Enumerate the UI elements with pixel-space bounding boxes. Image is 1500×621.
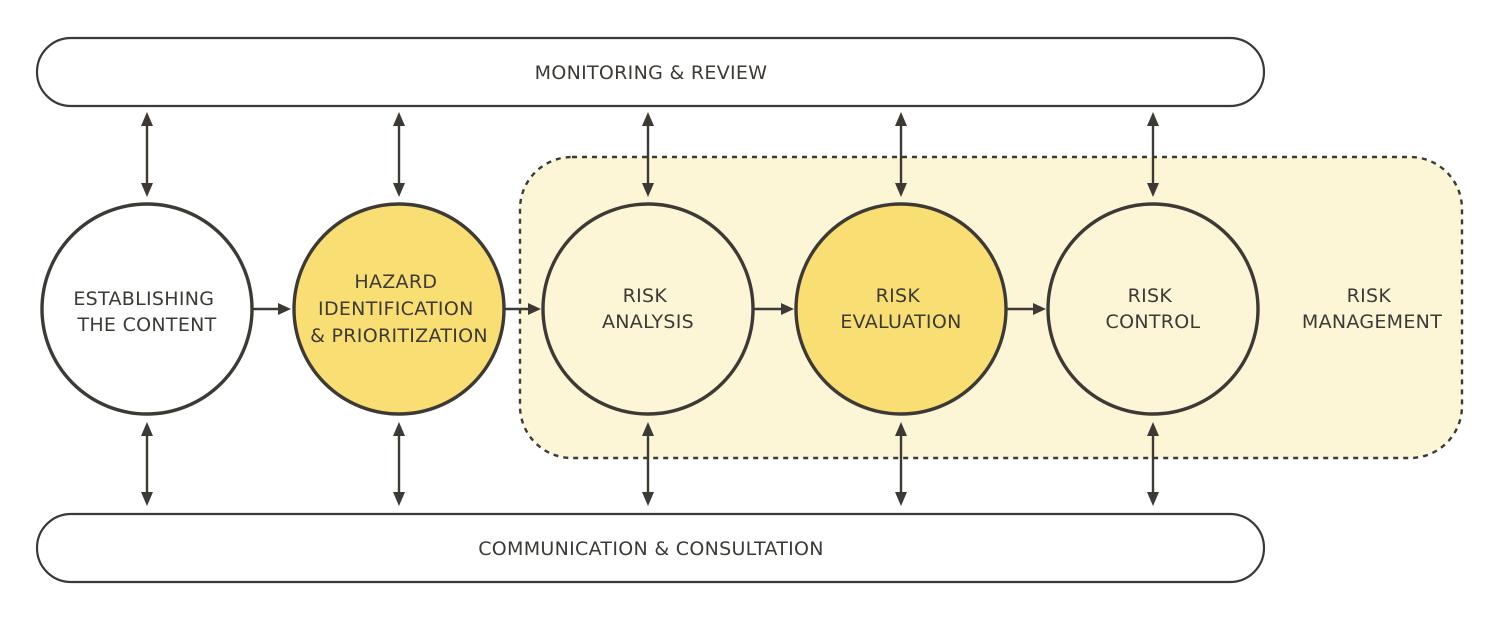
flow-arrow-analysis-to-evaluation xyxy=(754,303,794,315)
flow-arrow-hazard-to-analysis xyxy=(505,303,541,315)
monitoring-review-label: MONITORING & REVIEW xyxy=(535,62,768,84)
risk-evaluation-label: RISK EVALUATION xyxy=(840,285,961,333)
hazard-line-1: HAZARD xyxy=(354,271,437,293)
top-connector-evaluation xyxy=(895,112,907,197)
establishing-line-2: THE CONTENT xyxy=(76,314,216,336)
establishing-context-label: ESTABLISHING THE CONTENT xyxy=(73,288,220,336)
risk-analysis-label: RISK ANALYSIS xyxy=(602,285,694,333)
zone-label-line-1: RISK xyxy=(1347,285,1392,307)
bottom-connector-establishing xyxy=(141,422,153,506)
analysis-line-2: ANALYSIS xyxy=(602,311,694,333)
analysis-line-1: RISK xyxy=(623,285,668,307)
control-line-1: RISK xyxy=(1128,285,1173,307)
bottom-connector-control xyxy=(1147,422,1159,506)
top-connector-establishing xyxy=(141,112,153,197)
hazard-identification-node xyxy=(292,202,506,416)
top-connector-hazard xyxy=(393,112,405,197)
flow-arrow-evaluation-to-control xyxy=(1007,303,1046,315)
risk-control-node xyxy=(1046,202,1260,416)
flow-arrow-establishing-to-hazard xyxy=(253,303,291,315)
establishing-line-1: ESTABLISHING xyxy=(73,288,214,310)
top-connectors xyxy=(141,112,1159,197)
hazard-identification-label: HAZARD IDENTIFICATION & PRIORITIZATION xyxy=(310,271,488,347)
bottom-connector-hazard xyxy=(393,422,405,506)
bottom-connector-evaluation xyxy=(895,422,907,506)
control-line-2: CONTROL xyxy=(1106,311,1201,333)
top-connector-analysis xyxy=(642,112,654,197)
communication-consultation-label: COMMUNICATION & CONSULTATION xyxy=(478,538,824,560)
hazard-line-2: IDENTIFICATION xyxy=(318,298,474,320)
establishing-context-node xyxy=(40,202,254,416)
top-connector-control xyxy=(1147,112,1159,197)
zone-label-line-2: MANAGEMENT xyxy=(1302,311,1442,333)
communication-consultation-bar xyxy=(35,512,1266,584)
flow-arrows xyxy=(253,303,1046,315)
hazard-line-3: & PRIORITIZATION xyxy=(310,325,488,347)
monitoring-review-bar xyxy=(35,36,1266,108)
bottom-connectors xyxy=(141,422,1159,506)
risk-analysis-node xyxy=(541,202,755,416)
risk-management-zone-label: RISK MANAGEMENT xyxy=(1302,285,1442,333)
evaluation-line-2: EVALUATION xyxy=(840,311,961,333)
risk-control-label: RISK CONTROL xyxy=(1106,285,1201,333)
evaluation-line-1: RISK xyxy=(876,285,921,307)
bottom-connector-analysis xyxy=(642,422,654,506)
risk-evaluation-node xyxy=(794,202,1008,416)
